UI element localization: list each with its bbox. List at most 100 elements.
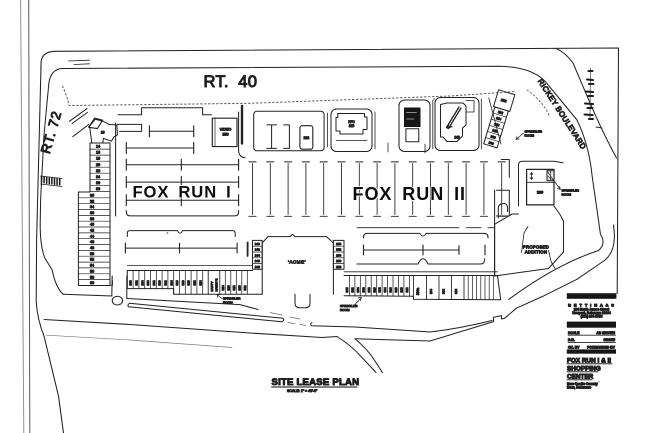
svg-text:'ACME': 'ACME' (288, 260, 306, 265)
svg-text:CK. BY: CK. BY (568, 345, 580, 349)
svg-text:3/21/85: 3/21/85 (604, 338, 615, 342)
svg-text:258: 258 (492, 128, 498, 133)
svg-text:300: 300 (129, 280, 133, 285)
svg-text:RT. 40: RT. 40 (204, 72, 258, 91)
svg-text:HARRY'S: HARRY'S (215, 278, 219, 291)
svg-text:314: 314 (383, 287, 387, 292)
svg-text:D.B.: D.B. (568, 338, 575, 342)
svg-text:Bear, Delaware: Bear, Delaware (567, 386, 591, 390)
svg-text:256: 256 (494, 122, 500, 127)
svg-text:302: 302 (351, 287, 355, 292)
svg-text:302: 302 (135, 280, 139, 285)
svg-text:300: 300 (345, 287, 349, 292)
svg-text:306: 306 (146, 280, 150, 285)
svg-text:252: 252 (498, 110, 504, 115)
svg-text:ROOM: ROOM (340, 308, 350, 312)
svg-text:234 North James Street: 234 North James Street (574, 307, 610, 311)
svg-text:250: 250 (222, 133, 228, 137)
svg-text:304: 304 (356, 287, 360, 292)
svg-text:44: 44 (90, 234, 94, 238)
svg-text:322: 322 (193, 280, 197, 285)
svg-text:312: 312 (164, 280, 168, 285)
svg-text:244: 244 (255, 253, 260, 257)
svg-text:18: 18 (96, 157, 100, 161)
svg-text:316: 316 (175, 280, 179, 285)
svg-text:26: 26 (96, 181, 100, 185)
svg-text:290: 290 (537, 191, 543, 195)
svg-text:FOX RUN I & II: FOX RUN I & II (567, 357, 611, 364)
svg-text:FOX RUN I: FOX RUN I (133, 183, 232, 202)
svg-text:36: 36 (90, 211, 94, 215)
svg-text:50: 50 (90, 252, 94, 256)
svg-text:ROOM: ROOM (562, 192, 572, 196)
svg-text:304: 304 (140, 280, 144, 285)
svg-text:SITE LEASE PLAN: SITE LEASE PLAN (272, 377, 360, 388)
svg-text:240: 240 (255, 242, 260, 246)
svg-text:318: 318 (181, 280, 185, 285)
svg-text:318: 318 (394, 287, 398, 292)
svg-text:316: 316 (389, 287, 393, 292)
svg-text:AS SHOWN: AS SHOWN (596, 331, 615, 335)
svg-text:28: 28 (96, 187, 100, 191)
svg-text:FORWARDED BY: FORWARDED BY (587, 345, 616, 349)
svg-text:234: 234 (429, 289, 433, 294)
svg-text:322: 322 (405, 287, 409, 292)
svg-text:(302) 994-6756: (302) 994-6756 (581, 315, 603, 319)
svg-text:PROPOSED: PROPOSED (523, 245, 549, 250)
svg-text:16: 16 (101, 131, 105, 135)
svg-text:34: 34 (90, 205, 94, 209)
svg-text:254: 254 (496, 116, 502, 121)
svg-text:256: 256 (336, 259, 341, 263)
svg-text:B E T T I N A & S: B E T T I N A & S (568, 303, 615, 308)
svg-text:20: 20 (96, 163, 100, 167)
svg-text:236: 236 (442, 289, 446, 294)
svg-text:246: 246 (255, 259, 260, 263)
svg-text:SPRINKLER: SPRINKLER (340, 304, 358, 308)
svg-text:SCALE: SCALE (568, 331, 580, 335)
svg-text:250: 250 (336, 242, 341, 246)
svg-text:248: 248 (255, 265, 260, 269)
svg-text:52: 52 (90, 258, 94, 262)
svg-text:308: 308 (367, 287, 371, 292)
svg-text:250: 250 (500, 98, 507, 104)
svg-text:ADDITION: ADDITION (525, 250, 547, 255)
svg-text:16: 16 (96, 151, 100, 155)
svg-text:Newport, Delaware 19804: Newport, Delaware 19804 (572, 311, 610, 315)
svg-text:56: 56 (90, 269, 94, 273)
svg-text:ROOM: ROOM (223, 300, 233, 304)
svg-text:HAPPY: HAPPY (210, 281, 214, 291)
svg-text:338: 338 (454, 289, 458, 294)
svg-text:320: 320 (187, 280, 191, 285)
svg-text:260: 260 (490, 134, 496, 139)
svg-text:CENTER: CENTER (567, 373, 594, 380)
svg-text:254: 254 (336, 253, 341, 257)
svg-text:245: 245 (454, 136, 460, 140)
svg-text:46: 46 (90, 240, 94, 244)
svg-text:334a: 334a (416, 288, 420, 295)
svg-text:320: 320 (400, 287, 404, 292)
svg-text:24: 24 (96, 175, 100, 179)
svg-text:SHOPPING: SHOPPING (567, 365, 601, 372)
svg-text:310: 310 (158, 280, 162, 285)
svg-text:40: 40 (90, 223, 94, 227)
svg-text:308: 308 (152, 280, 156, 285)
svg-text:225: 225 (349, 124, 355, 128)
svg-text:332: 332 (243, 285, 247, 290)
svg-text:218: 218 (303, 136, 309, 140)
svg-text:30: 30 (90, 194, 94, 198)
svg-text:310: 310 (372, 287, 376, 292)
svg-text:258: 258 (336, 265, 341, 269)
svg-text:22: 22 (96, 169, 100, 173)
svg-text:242: 242 (255, 248, 260, 252)
svg-text:262: 262 (488, 140, 494, 145)
svg-text:VIDEO: VIDEO (220, 128, 232, 132)
svg-text:326: 326 (226, 285, 230, 290)
svg-text:38: 38 (90, 217, 94, 221)
svg-text:312: 312 (378, 287, 382, 292)
svg-text:KFC: KFC (348, 120, 355, 124)
svg-text:48: 48 (90, 246, 94, 250)
svg-text:FOX RUN II: FOX RUN II (353, 184, 467, 204)
svg-text:SPRINKLER: SPRINKLER (223, 297, 241, 301)
svg-text:306: 306 (361, 287, 365, 292)
svg-text:ROOM: ROOM (525, 133, 535, 137)
